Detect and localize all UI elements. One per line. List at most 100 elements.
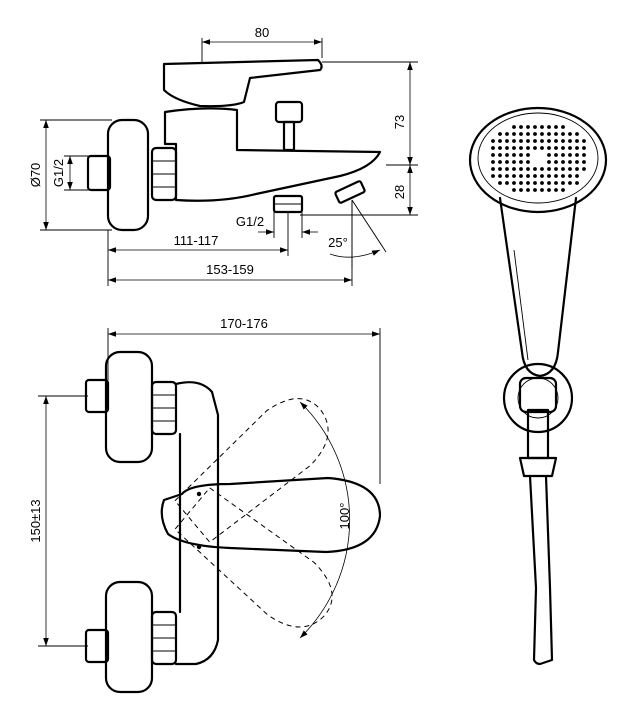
nozzle-dot [575, 167, 579, 171]
side-diverter-knob [274, 100, 304, 124]
nozzle-dot [575, 181, 579, 185]
nozzle-dot [561, 174, 565, 178]
nozzle-dot [491, 174, 495, 178]
nozzle-dot [547, 188, 551, 192]
nozzle-dot [554, 160, 558, 164]
nozzle-dot [519, 188, 523, 192]
nozzle-dot [505, 153, 509, 157]
nozzle-dot [505, 160, 509, 164]
shower-holder-clip [518, 376, 558, 414]
nozzle-dot [519, 125, 523, 129]
nozzle-dot [554, 139, 558, 143]
nozzle-dot [533, 139, 537, 143]
nozzle-dot [575, 160, 579, 164]
nozzle-dot [498, 167, 502, 171]
nozzle-dot [554, 188, 558, 192]
nozzle-dot [491, 139, 495, 143]
nozzle-dot [575, 153, 579, 157]
nozzle-dot [526, 167, 530, 171]
nozzle-dot [533, 174, 537, 178]
nozzle-dot [561, 146, 565, 150]
nozzle-dot [505, 132, 509, 136]
shower-hose [528, 474, 554, 666]
nozzle-dot [561, 160, 565, 164]
nozzle-dot [526, 188, 530, 192]
nozzle-dot [547, 181, 551, 185]
dimension-lever-rotation: 100° [337, 503, 352, 530]
nozzle-dot [533, 125, 537, 129]
dimension-height-spout: 28 [392, 185, 407, 199]
nozzle-dot [519, 132, 523, 136]
hand-shower [468, 106, 608, 666]
front-bottom-inlet-stub [84, 628, 110, 664]
nozzle-dot [512, 146, 516, 150]
nozzle-dot [540, 167, 544, 171]
nozzle-dot [540, 181, 544, 185]
dimension-outlet-thread: G1/2 [236, 214, 264, 229]
nozzle-dot [568, 139, 572, 143]
dimension-spout-angle: 25° [328, 235, 348, 250]
nozzle-dot [519, 167, 523, 171]
nozzle-dot [568, 132, 572, 136]
nozzle-dot [561, 139, 565, 143]
nozzle-dot [582, 167, 586, 171]
nozzle-dot [540, 174, 544, 178]
front-lever-rotated-down [174, 487, 333, 628]
shower-head-inner [477, 112, 599, 204]
nozzle-dot [568, 174, 572, 178]
nozzle-dot [505, 174, 509, 178]
nozzle-dot [568, 153, 572, 157]
nozzle-dot [512, 181, 516, 185]
nozzle-dot [547, 167, 551, 171]
nozzle-dot [526, 174, 530, 178]
dimension-overall-width: 170-176 [220, 316, 268, 331]
nozzle-dot [526, 125, 530, 129]
front-top-inlet-stub [84, 378, 110, 414]
side-view: 80 73 28 Ø70 G1/2 G1/2 111-117 153-159 [28, 25, 418, 286]
nozzle-dot [561, 181, 565, 185]
nozzle-dot [561, 167, 565, 171]
nozzle-dot [533, 167, 537, 171]
nozzle-dot [526, 160, 530, 164]
nozzle-dot [505, 146, 509, 150]
nozzle-dot [512, 174, 516, 178]
side-aerator [334, 180, 366, 204]
nozzle-dot [512, 167, 516, 171]
nozzle-dot [554, 146, 558, 150]
front-view: 100° 170-176 150±13 [28, 316, 382, 694]
nozzle-dot [519, 153, 523, 157]
shower-wall-holder [502, 362, 574, 434]
nozzle-dot [512, 188, 516, 192]
front-mixer-body [174, 381, 220, 666]
nozzle-dot [554, 181, 558, 185]
dimension-width-top: 80 [255, 25, 269, 40]
nozzle-dot [582, 146, 586, 150]
dimension-height-total: 73 [392, 115, 407, 129]
nozzle-dot [512, 132, 516, 136]
nozzle-dot [540, 132, 544, 136]
nozzle-dot [575, 174, 579, 178]
nozzle-dot [519, 160, 523, 164]
nozzle-dot [533, 188, 537, 192]
nozzle-dot [575, 132, 579, 136]
nozzle-dot [582, 153, 586, 157]
side-diverter-stem [282, 120, 296, 152]
nozzle-dot [547, 125, 551, 129]
dimension-flange-diameter: Ø70 [28, 163, 43, 188]
front-lever-rotated-up [174, 398, 329, 543]
nozzle-dot [498, 174, 502, 178]
dimension-inlet-thread: G1/2 [51, 159, 66, 187]
nozzle-dot [561, 153, 565, 157]
nozzle-dot [498, 181, 502, 185]
nozzle-dot [526, 181, 530, 185]
nozzle-dot [519, 139, 523, 143]
nozzle-dot [505, 167, 509, 171]
nozzle-dot [561, 132, 565, 136]
nozzle-dot [582, 139, 586, 143]
shower-nozzles [491, 125, 586, 192]
nozzle-dot [498, 132, 502, 136]
nozzle-dot [568, 160, 572, 164]
nozzle-dot [575, 139, 579, 143]
nozzle-dot [526, 132, 530, 136]
